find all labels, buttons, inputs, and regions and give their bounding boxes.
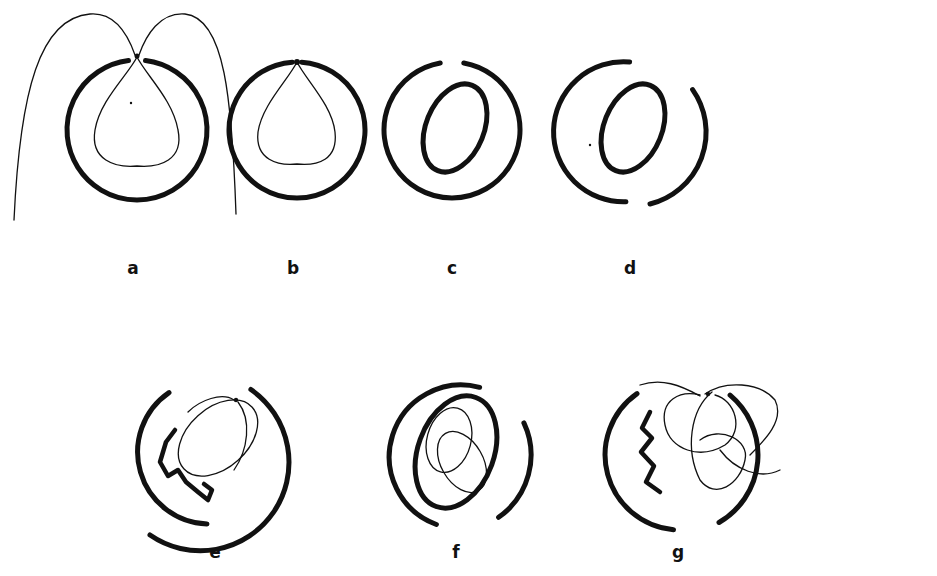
pinch-dot (135, 54, 140, 59)
outer-wall (229, 62, 365, 198)
tangled-thread (705, 385, 778, 455)
outer-wall (138, 393, 207, 524)
panel-letter: d (624, 260, 636, 277)
inner-loop (427, 423, 496, 501)
inner-loop (419, 402, 479, 477)
panel-f-figure (389, 385, 531, 525)
outer-wall (719, 395, 758, 522)
panel-g-figure (605, 382, 780, 530)
panel-letter: a (127, 260, 138, 277)
panel-a-figure (14, 14, 236, 220)
panel-e-figure (138, 385, 289, 551)
outer-wall (554, 62, 630, 202)
tangled-thread (691, 392, 745, 489)
outer-wall (499, 423, 531, 517)
panel-letter: f (452, 544, 459, 561)
outer-wall (384, 63, 520, 198)
outer-membrane (139, 14, 236, 214)
dot (589, 144, 591, 146)
dot (130, 102, 132, 104)
outer-wall (605, 394, 673, 530)
tangled-thread (640, 382, 700, 396)
collapsed-wall (641, 412, 660, 492)
panel-d-figure (554, 62, 707, 204)
panel-letter: b (287, 260, 299, 277)
inner-sac (94, 57, 179, 166)
dot (234, 398, 238, 402)
inner-body (411, 74, 499, 181)
outer-membrane (14, 14, 135, 220)
panel-letter: e (209, 544, 221, 561)
panel-letter: g (672, 544, 684, 561)
panel-letter: c (447, 260, 457, 277)
thread (234, 402, 247, 470)
pinch-dot (294, 59, 300, 65)
tangled-thread (664, 394, 736, 452)
thread (188, 397, 234, 412)
outer-wall (150, 390, 289, 551)
inner-body (589, 74, 677, 181)
tangled-thread (720, 450, 780, 474)
panel-b-figure (229, 59, 365, 198)
outer-wall (67, 61, 207, 200)
inner-body (400, 385, 511, 520)
collapsed-wall (160, 430, 212, 500)
inner-sac (258, 62, 336, 164)
dot (706, 392, 710, 396)
panel-c-figure (384, 63, 520, 198)
